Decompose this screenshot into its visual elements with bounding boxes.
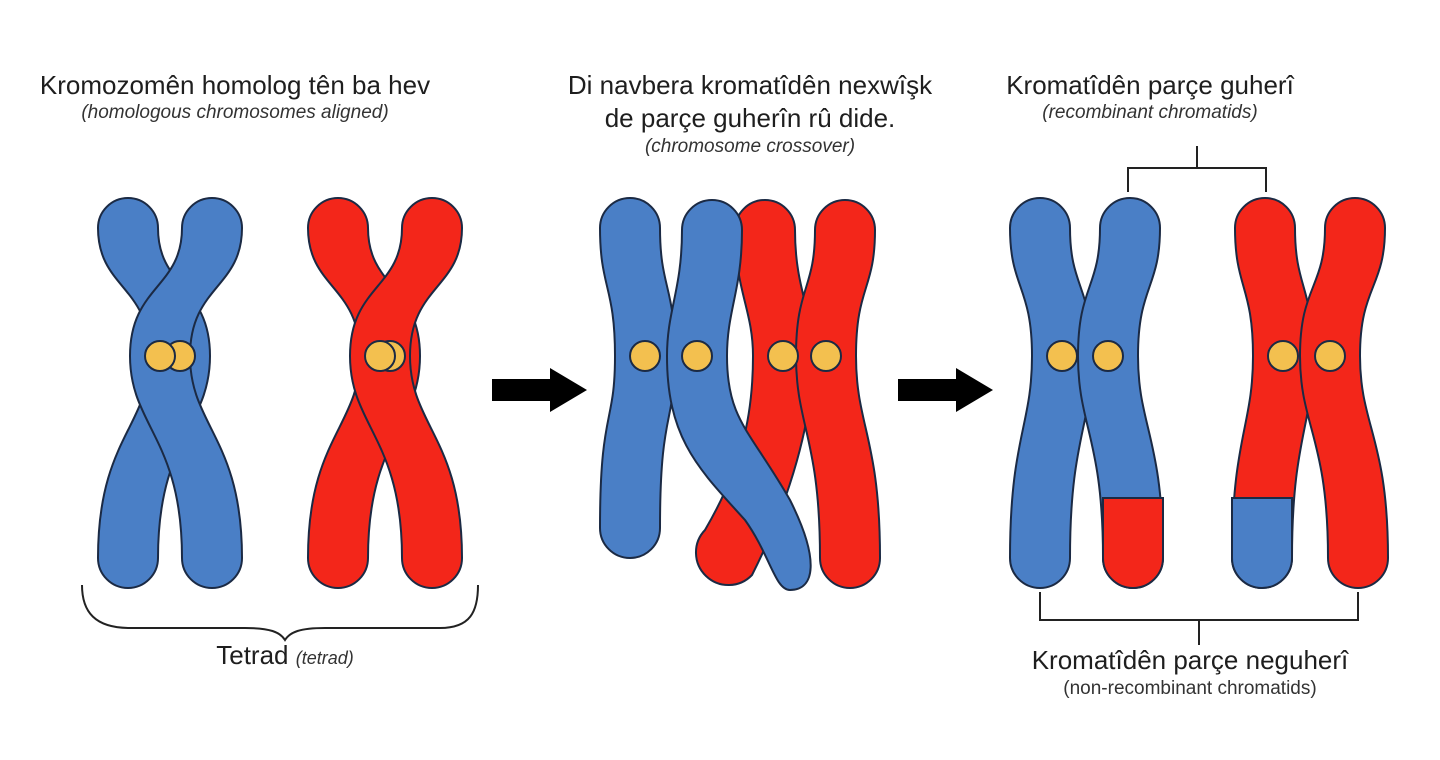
panel3-title: Kromatîdên parçe guherî	[1006, 70, 1294, 100]
panel2-title-line1: Di navbera kromatîdên nexwîşk	[567, 70, 933, 100]
p3-red-left-centromere	[1267, 340, 1299, 372]
tetrad-bracket	[81, 584, 479, 642]
panel-recombinant	[1009, 197, 1389, 589]
panel3-subtitle: (recombinant chromatids)	[1042, 102, 1258, 123]
tetrad-label-sub: (tetrad)	[295, 648, 354, 668]
right-arrow-icon	[898, 368, 993, 412]
p3-red-right-centromere	[1314, 340, 1346, 372]
p1-blue-right-chromatid	[129, 197, 243, 589]
p2-red-left-centromere	[767, 340, 799, 372]
panel1-subtitle: (homologous chromosomes aligned)	[81, 102, 389, 123]
panel2-subtitle: (chromosome crossover)	[644, 136, 856, 157]
right-arrow-icon	[492, 368, 587, 412]
panel3-bottom-label: Kromatîdên parçe neguherî	[1031, 645, 1349, 675]
p3-blue-left-chromatid	[1009, 197, 1093, 589]
p1-blue-right-centromere	[144, 340, 176, 372]
tetrad-label-text: Tetrad	[216, 640, 289, 670]
panel1-title: Kromozomên homolog tên ba hev	[39, 70, 431, 100]
p2-blue-crossing-chromatid	[665, 199, 812, 592]
p3-blue-left-centromere	[1046, 340, 1078, 372]
panel3-bottom-sublabel: (non-recombinant chromatids)	[1063, 678, 1317, 699]
panel-crossover	[599, 197, 881, 592]
arrows	[492, 368, 993, 412]
p3-red-segment	[1102, 497, 1164, 589]
p2-blue-right-centromere	[681, 340, 713, 372]
p1-red-right-centromere	[364, 340, 396, 372]
p3-blue-segment	[1231, 497, 1293, 589]
p3-red-right-chromatid	[1299, 197, 1389, 589]
p2-red-right-centromere	[810, 340, 842, 372]
recombinant-bracket	[1127, 146, 1267, 192]
p2-blue-left-centromere	[629, 340, 661, 372]
brackets	[81, 146, 1359, 645]
non-recombinant-bracket	[1039, 592, 1359, 645]
p3-blue-right-centromere	[1092, 340, 1124, 372]
p2-blue-left-chromatid	[599, 197, 676, 559]
panel-homologous-aligned	[97, 197, 463, 589]
p2-red-right-chromatid	[795, 199, 881, 589]
panel2-title-line2: de parçe guherîn rû dide.	[604, 103, 896, 133]
p1-red-right-chromatid	[349, 197, 463, 589]
tetrad-label: Tetrad (tetrad)	[120, 640, 450, 673]
